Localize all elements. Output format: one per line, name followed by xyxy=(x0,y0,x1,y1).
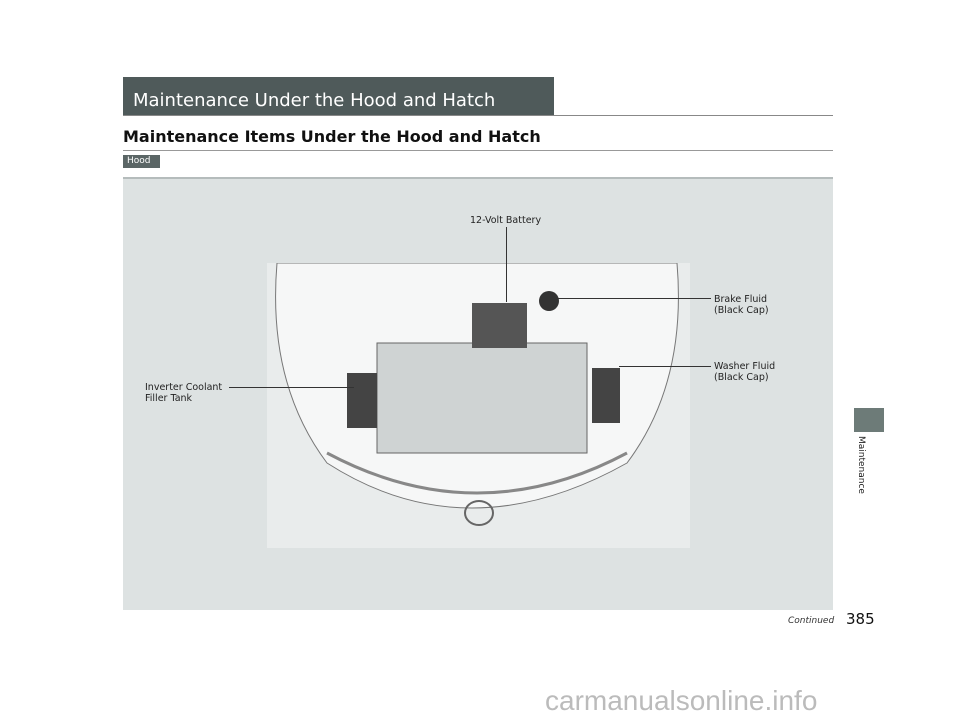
watermark: carmanualsonline.info xyxy=(545,685,818,716)
chapter-tab[interactable] xyxy=(854,408,884,432)
leader-line xyxy=(506,227,507,302)
text: (Black Cap) xyxy=(714,372,769,383)
label-washer-fluid: Washer Fluid(Black Cap) xyxy=(714,361,775,383)
chapter-tab-label: Maintenance xyxy=(856,436,866,494)
page-number: 385 xyxy=(846,610,875,628)
text: Washer Fluid xyxy=(714,361,776,372)
text: Inverter Coolant xyxy=(145,382,223,393)
label-12v-battery: 12-Volt Battery xyxy=(470,215,542,226)
label-brake-fluid: Brake Fluid(Black Cap) xyxy=(714,294,769,316)
divider xyxy=(123,150,833,151)
hood-tag: Hood xyxy=(123,155,160,168)
divider xyxy=(123,115,833,116)
engine-bay-illustration xyxy=(267,263,690,548)
continued-note: Continued xyxy=(788,616,835,626)
leader-line xyxy=(549,298,711,299)
text: Filler Tank xyxy=(145,393,193,404)
text: (Black Cap) xyxy=(714,305,769,316)
chapter-header: Maintenance Under the Hood and Hatch xyxy=(123,77,554,115)
text: Brake Fluid xyxy=(714,294,768,305)
leader-line xyxy=(619,366,711,367)
section-title: Maintenance Items Under the Hood and Hat… xyxy=(123,127,541,146)
leader-line xyxy=(229,387,354,388)
